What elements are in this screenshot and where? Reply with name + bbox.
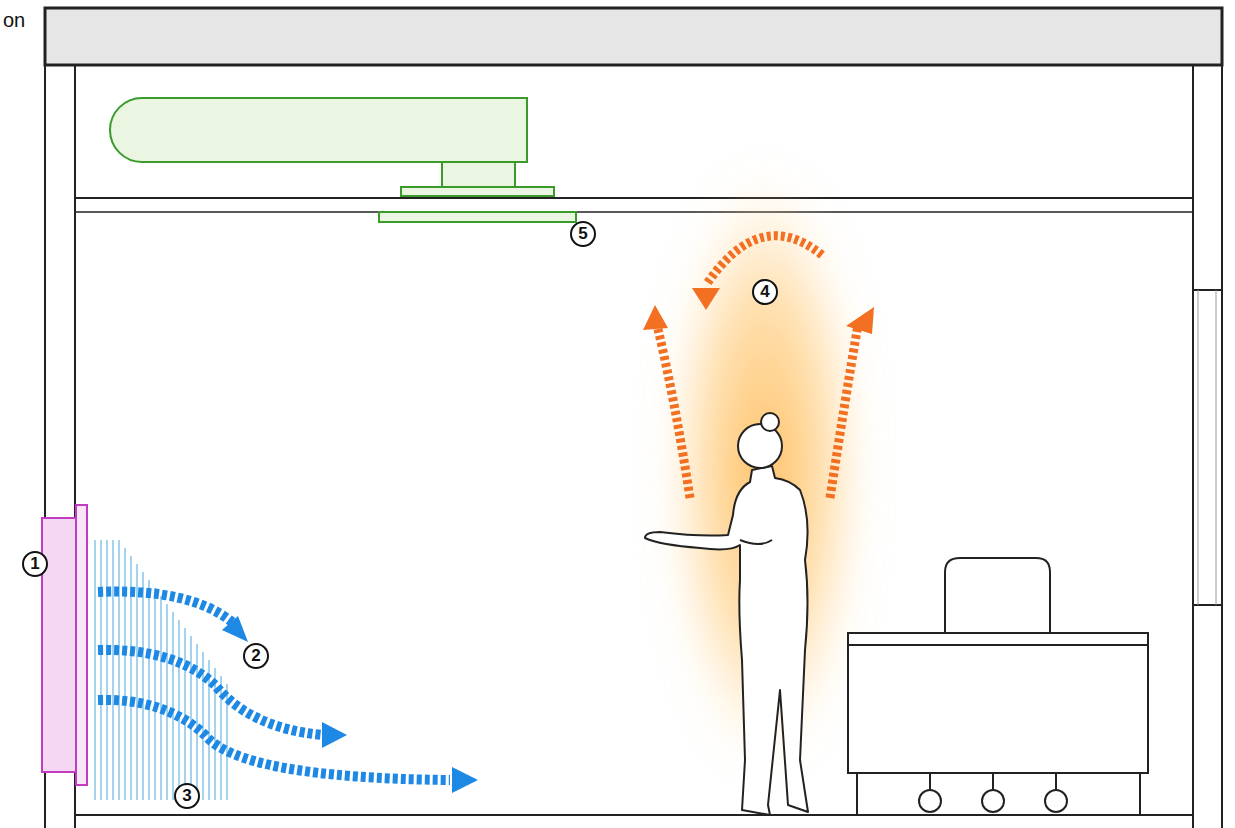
radiant-line (112, 540, 114, 800)
radiant-line (94, 540, 96, 800)
radiant-line (106, 540, 108, 800)
callout-number: 1 (22, 551, 48, 577)
convection-arrows (657, 236, 858, 498)
radiant-line (172, 612, 174, 800)
radiant-line (136, 564, 138, 800)
ceiling-slab (45, 8, 1222, 65)
right-wall (1193, 65, 1222, 828)
radiant-line (208, 660, 210, 800)
callout-number: 5 (570, 221, 596, 247)
radiant-line (118, 540, 120, 800)
air-duct (110, 98, 576, 222)
airflow-arrows (98, 592, 450, 780)
radiant-line (154, 588, 156, 800)
radiant-line (148, 580, 150, 800)
radiant-line (142, 572, 144, 800)
radiant-line (160, 596, 162, 800)
radiant-line (100, 540, 102, 800)
floor (75, 814, 1193, 816)
desk (848, 558, 1148, 815)
radiant-lines (95, 540, 227, 800)
radiant-line (166, 604, 168, 800)
radiant-line (184, 628, 186, 800)
radiant-line (190, 636, 192, 800)
radiant-line (124, 548, 126, 800)
callout-number: 4 (752, 279, 778, 305)
person (645, 413, 808, 815)
wall-panel (42, 505, 87, 785)
ceiling-diffuser (379, 212, 576, 222)
caption-fragment: on (3, 9, 25, 32)
callout-number: 3 (174, 783, 200, 809)
radiant-line (214, 668, 216, 800)
suspended-ceiling (75, 198, 1193, 212)
radiant-line (178, 620, 180, 800)
callout-number: 2 (243, 643, 269, 669)
airflow-arrowheads (222, 616, 478, 793)
